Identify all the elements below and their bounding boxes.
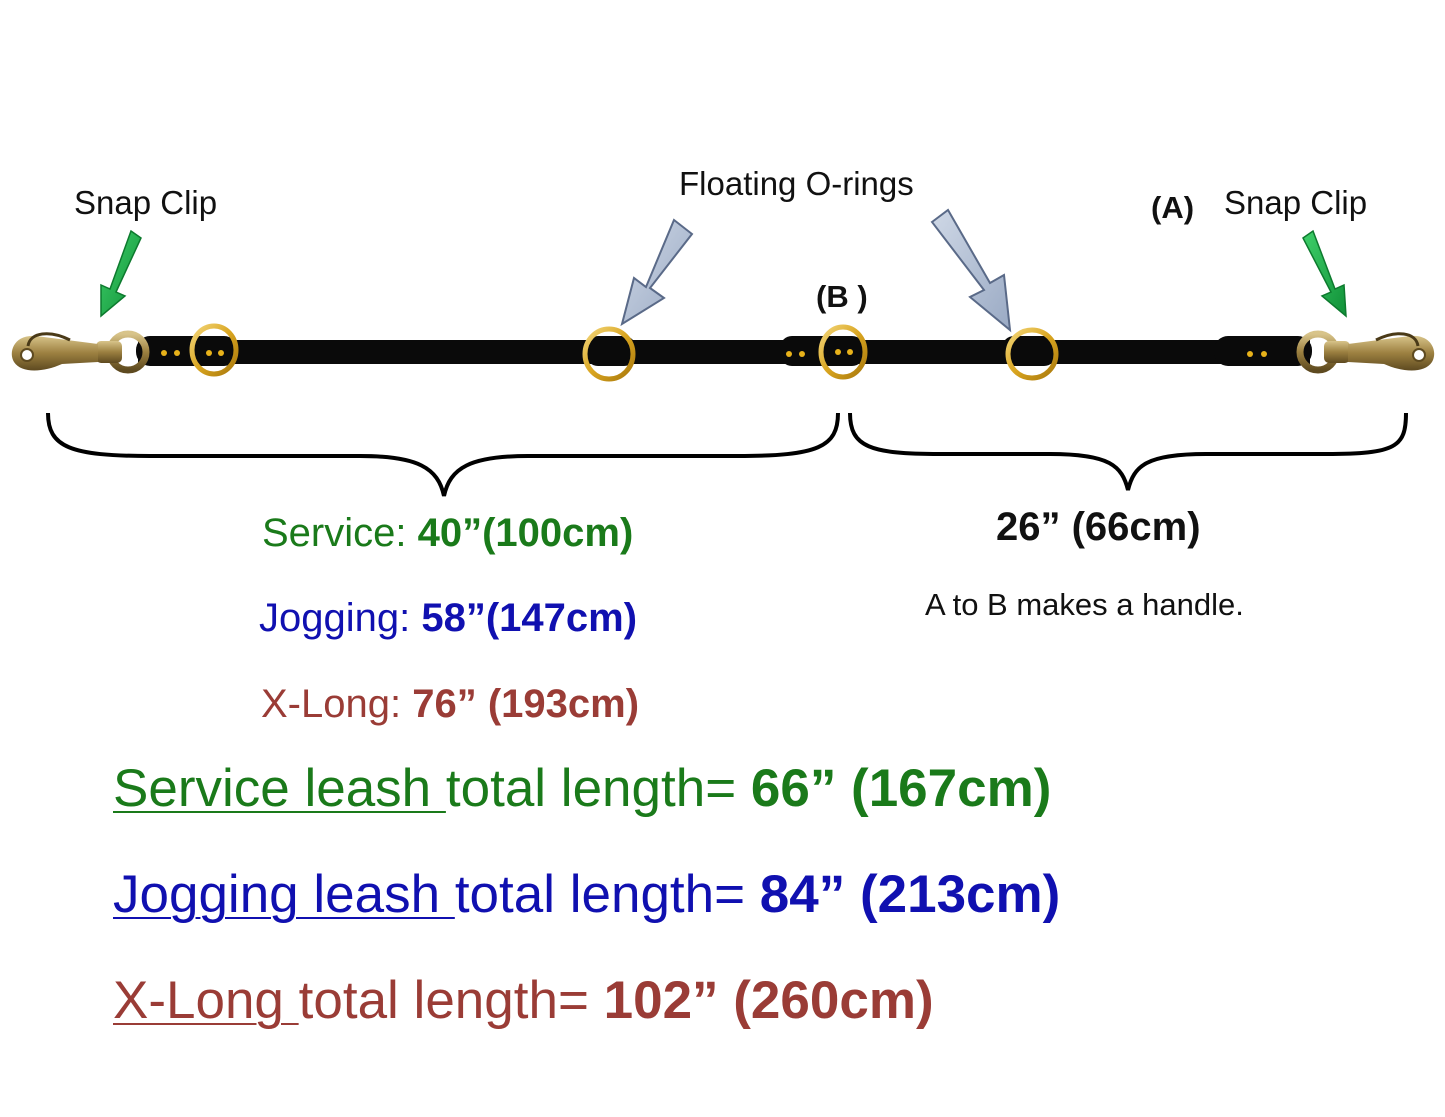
curly-brace-icon bbox=[46, 412, 1408, 497]
jogging-segment: Jogging: 58”(147cm) bbox=[259, 596, 637, 641]
service-total: Service leash total length= 66” (167cm) bbox=[113, 758, 1051, 819]
xlong-total: X-Long total length= 102” (260cm) bbox=[113, 970, 934, 1031]
handle-note: A to B makes a handle. bbox=[925, 587, 1244, 622]
strap-end-right bbox=[1214, 336, 1312, 366]
arrow-icon bbox=[100, 229, 1347, 318]
snap-clip-icon bbox=[1296, 330, 1435, 374]
xlong-segment-value: 76” (193cm) bbox=[412, 682, 640, 726]
service-segment-name: Service: bbox=[262, 511, 418, 555]
xlong-total-text: total length= bbox=[298, 971, 604, 1030]
xlong-segment: X-Long: 76” (193cm) bbox=[261, 682, 639, 727]
xlong-total-value: 102” (260cm) bbox=[603, 971, 934, 1030]
jogging-segment-value: 58”(147cm) bbox=[421, 596, 638, 640]
jogging-total-name: Jogging leash bbox=[113, 865, 455, 924]
point-a-label: (A) bbox=[1151, 190, 1195, 225]
jogging-total-text: total length= bbox=[454, 865, 760, 924]
service-segment-value: 40”(100cm) bbox=[417, 511, 634, 555]
snap-clip-right-label: Snap Clip bbox=[1224, 184, 1368, 221]
xlong-segment-name: X-Long: bbox=[261, 682, 413, 726]
service-total-name: Service leash bbox=[113, 759, 446, 818]
service-segment: Service: 40”(100cm) bbox=[262, 511, 633, 556]
service-total-text: total length= bbox=[445, 759, 751, 818]
jogging-total: Jogging leash total length= 84” (213cm) bbox=[113, 864, 1060, 925]
xlong-total-name: X-Long bbox=[113, 971, 299, 1030]
handle-length: 26” (66cm) bbox=[996, 505, 1201, 549]
floating-orings-label: Floating O-rings bbox=[679, 165, 914, 202]
point-b-label: (B ) bbox=[816, 279, 868, 314]
o-ring-icon bbox=[189, 323, 1059, 382]
leash-strap bbox=[138, 340, 1310, 364]
service-total-value: 66” (167cm) bbox=[750, 759, 1052, 818]
snap-clip-left-label: Snap Clip bbox=[74, 184, 218, 221]
snap-clip-icon bbox=[11, 330, 150, 374]
jogging-total-value: 84” (213cm) bbox=[759, 865, 1061, 924]
rivets bbox=[161, 349, 1267, 357]
strap-end-left bbox=[136, 336, 238, 366]
arrow-icon bbox=[620, 208, 1012, 333]
strap-overlap-1 bbox=[586, 336, 636, 366]
jogging-segment-name: Jogging: bbox=[259, 596, 422, 640]
strap-overlap-3 bbox=[1002, 336, 1056, 366]
